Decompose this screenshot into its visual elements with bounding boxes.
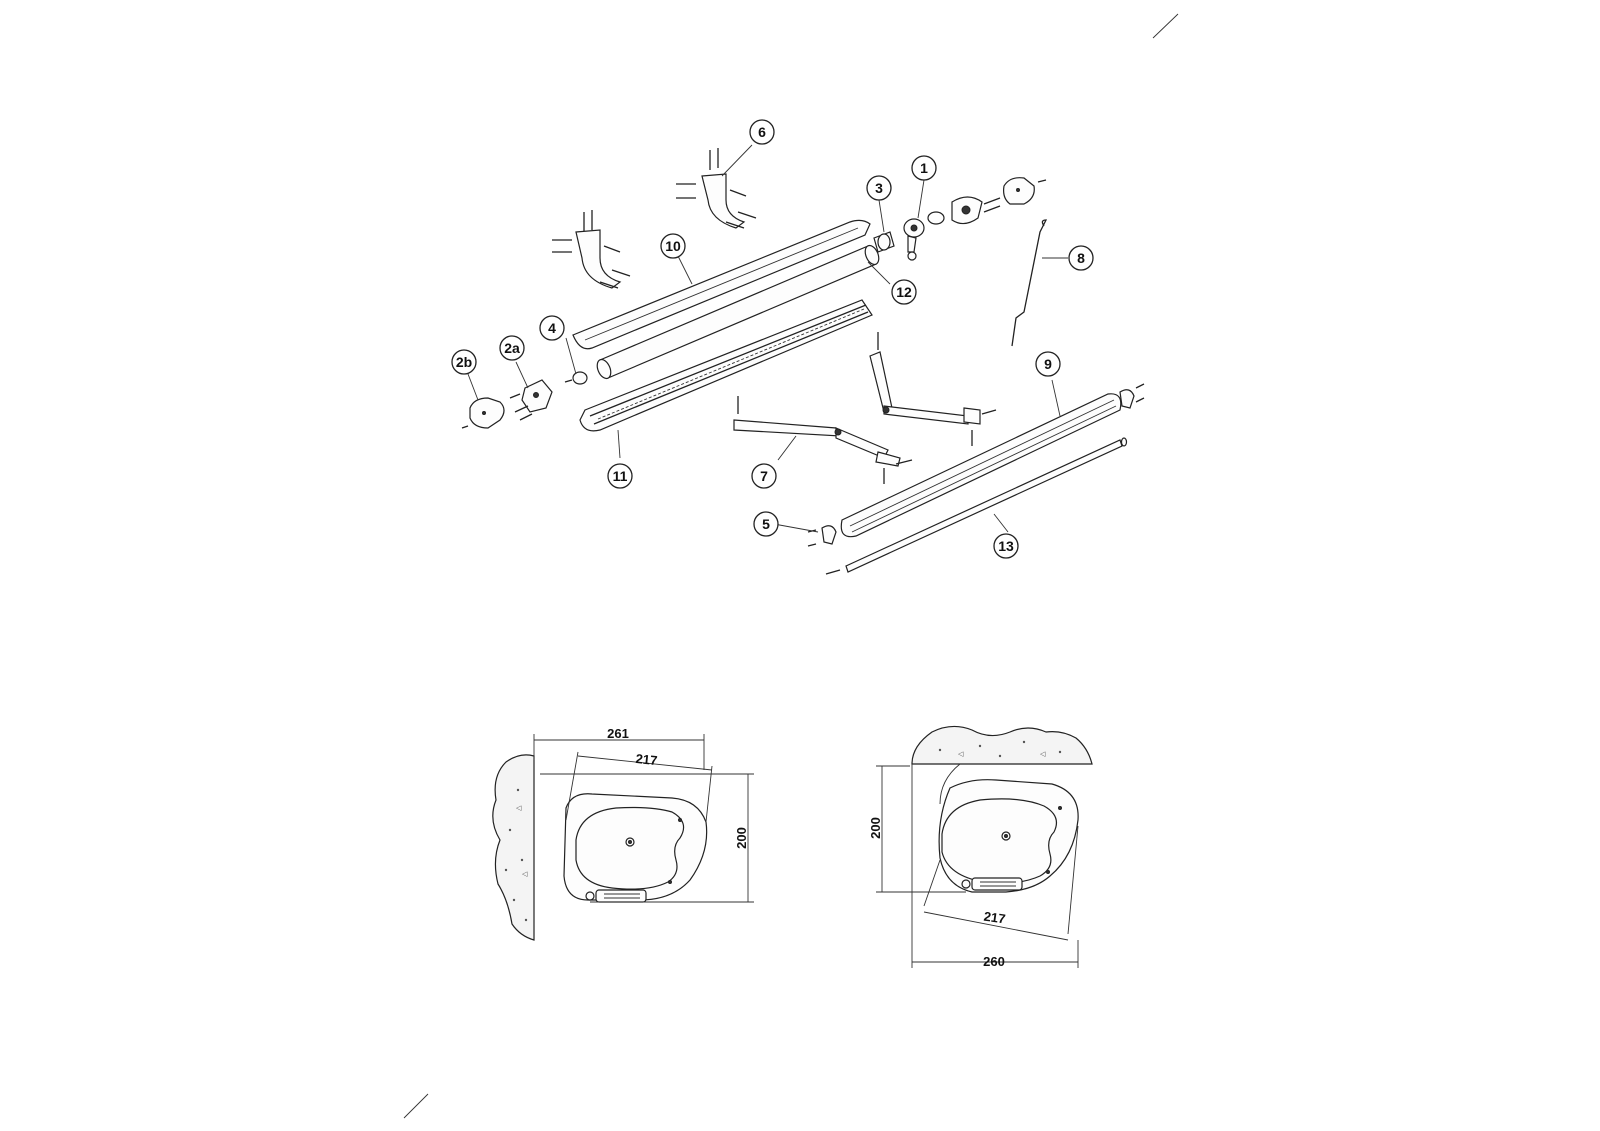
callout-8-label: 8 — [1077, 250, 1085, 266]
part-top-cover — [572, 219, 871, 350]
callout-12-label: 12 — [896, 284, 912, 300]
callout-1-label: 1 — [920, 160, 928, 176]
callout-6-label: 6 — [758, 124, 766, 140]
callout-11: 11 — [607, 463, 633, 489]
part-wall-bracket-right — [676, 148, 757, 229]
callout-5: 5 — [753, 511, 779, 537]
section-ceiling-mount: ◁ ◁ 200 217 260 — [868, 725, 1093, 969]
part-weight-bar-13 — [825, 437, 1128, 575]
callout-10-label: 10 — [665, 238, 681, 254]
part-front-bar-9 — [840, 393, 1122, 538]
ceiling-concrete — [911, 725, 1093, 765]
callout-2b: 2b — [451, 349, 477, 375]
dim-left-width-total: 261 — [607, 726, 629, 741]
callout-12: 12 — [891, 279, 917, 305]
callout-8: 8 — [1068, 245, 1094, 271]
part-front-bar-end-5 — [807, 525, 837, 547]
callout-6: 6 — [749, 119, 775, 145]
section-wall-mount: ◁ ◁ 261 217 200 — [492, 726, 754, 941]
part-crank-handle-8 — [1011, 219, 1048, 347]
callout-10: 10 — [660, 233, 686, 259]
svg-text:◁: ◁ — [1040, 751, 1046, 758]
callout-7-label: 7 — [760, 468, 768, 484]
part-wall-bracket-left — [552, 210, 631, 289]
cassette-roller-left — [575, 806, 685, 890]
part-end-cap-2b — [461, 397, 505, 429]
part-end-cap-right — [1003, 177, 1047, 205]
part-cassette-profile — [579, 299, 873, 432]
dim-left-width-inner: 217 — [635, 751, 658, 768]
callout-3-label: 3 — [875, 180, 883, 196]
part-gear-drive-1 — [903, 211, 945, 261]
callout-4-label: 4 — [548, 320, 556, 336]
svg-text:◁: ◁ — [958, 751, 964, 758]
part-roller-tube — [596, 244, 880, 380]
crop-mark-bottom — [403, 1093, 429, 1119]
callout-9: 9 — [1035, 351, 1061, 377]
part-gear-adapter-3 — [873, 231, 895, 253]
dim-right-height: 200 — [868, 817, 883, 839]
callout-13: 13 — [993, 533, 1019, 559]
part-gear-housing — [951, 196, 1001, 225]
dim-left-height: 200 — [734, 827, 749, 849]
dim-right-width-total: 260 — [983, 954, 1005, 969]
part-front-bar-end-right — [1119, 383, 1145, 409]
part-folding-arm-left — [733, 396, 913, 484]
callout-3: 3 — [866, 175, 892, 201]
part-side-plate-2a — [509, 379, 553, 421]
svg-text:◁: ◁ — [516, 805, 522, 812]
callout-7: 7 — [751, 463, 777, 489]
leader-lines — [467, 144, 1068, 533]
callout-11-label: 11 — [613, 468, 628, 484]
dim-right-width-inner: 217 — [983, 909, 1007, 927]
cassette-roller-right — [941, 798, 1057, 884]
callout-5-label: 5 — [762, 516, 770, 532]
callout-2a-label: 2a — [504, 340, 520, 356]
crop-mark-top — [1152, 13, 1179, 39]
callout-9-label: 9 — [1044, 356, 1052, 372]
part-end-plug-4 — [564, 371, 588, 385]
svg-text:◁: ◁ — [522, 871, 528, 878]
callout-2a: 2a — [499, 335, 525, 361]
callout-1: 1 — [911, 155, 937, 181]
callout-13-label: 13 — [998, 538, 1014, 554]
callout-2b-label: 2b — [456, 354, 472, 370]
part-folding-arm-right — [869, 332, 997, 446]
wall-concrete — [492, 754, 535, 941]
callout-4: 4 — [539, 315, 565, 341]
